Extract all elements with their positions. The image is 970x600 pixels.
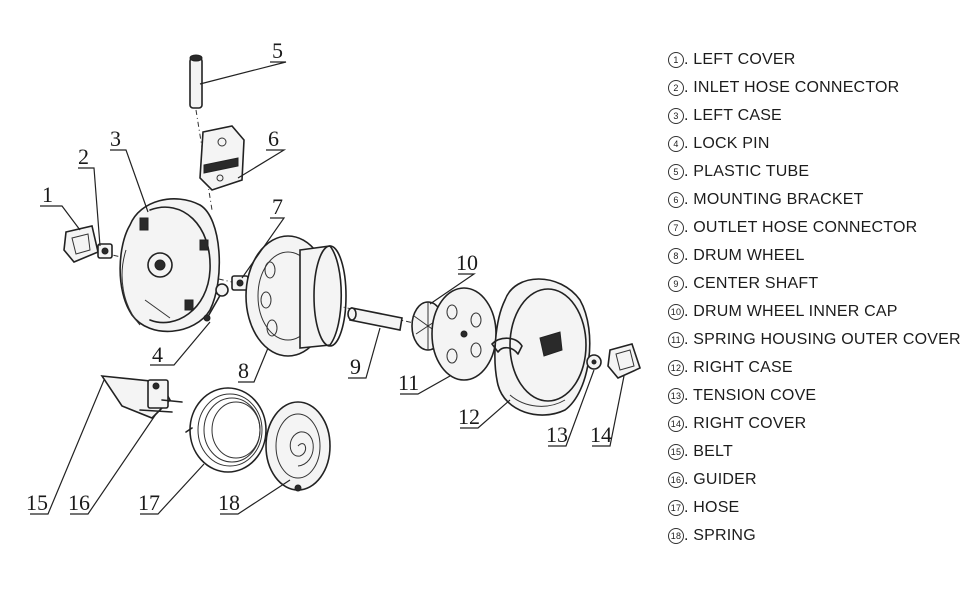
legend-label: . DRUM WHEEL INNER CAP (684, 303, 898, 320)
callout-17: 17 (138, 490, 160, 515)
legend-number: 9 (668, 276, 684, 292)
callout-8: 8 (238, 358, 249, 383)
legend-label: . CENTER SHAFT (684, 275, 819, 292)
legend-label: . TENSION COVE (684, 387, 817, 404)
callout-6: 6 (268, 126, 279, 151)
legend-item: 14. RIGHT COVER (668, 410, 968, 438)
legend-number: 5 (668, 164, 684, 180)
callout-18: 18 (218, 490, 240, 515)
legend-item: 15. BELT (668, 438, 968, 466)
plastic-tube (189, 54, 213, 211)
legend-item: 2. INLET HOSE CONNECTOR (668, 74, 968, 102)
legend-number: 18 (668, 528, 684, 544)
legend-label: . HOSE (684, 499, 740, 516)
legend-item: 11. SPRING HOUSING OUTER COVER (668, 326, 968, 354)
legend-item: 3. LEFT CASE (668, 102, 968, 130)
legend-label: . BELT (684, 443, 733, 460)
legend-number: 17 (668, 500, 684, 516)
legend-item: 16. GUIDER (668, 466, 968, 494)
legend-number: 7 (668, 220, 684, 236)
legend-item: 9. CENTER SHAFT (668, 270, 968, 298)
legend-label: . LEFT CASE (684, 107, 782, 124)
hose-coil (185, 387, 267, 473)
legend-label: . LOCK PIN (684, 135, 770, 152)
right-case (491, 278, 591, 416)
legend-number: 2 (668, 80, 684, 96)
belt-guider (100, 375, 183, 419)
callout-3: 3 (110, 126, 121, 151)
callout-9: 9 (350, 354, 361, 379)
callout-4: 4 (152, 342, 163, 367)
callout-10: 10 (456, 250, 478, 275)
legend-item: 8. DRUM WHEEL (668, 242, 968, 270)
legend-label: . MOUNTING BRACKET (684, 191, 864, 208)
callout-16: 16 (68, 490, 90, 515)
legend-label: . INLET HOSE CONNECTOR (684, 79, 900, 96)
callout-7: 7 (272, 194, 283, 219)
legend-label: . SPRING (684, 527, 756, 544)
legend-item: 4. LOCK PIN (668, 130, 968, 158)
legend-label: . PLASTIC TUBE (684, 163, 810, 180)
inlet-hose-connector (97, 243, 113, 259)
callout-12: 12 (458, 404, 480, 429)
tension-cove (586, 354, 602, 370)
callout-5: 5 (272, 38, 283, 63)
legend-number: 15 (668, 444, 684, 460)
legend-item: 5. PLASTIC TUBE (668, 158, 968, 186)
legend-label: . RIGHT CASE (684, 359, 793, 376)
legend-number: 14 (668, 416, 684, 432)
legend-item: 18. SPRING (668, 522, 968, 550)
legend-number: 4 (668, 136, 684, 152)
legend-number: 12 (668, 360, 684, 376)
legend-number: 8 (668, 248, 684, 264)
callout-14: 14 (590, 422, 612, 447)
legend-number: 13 (668, 388, 684, 404)
legend-label: . LEFT COVER (684, 51, 796, 68)
legend-item: 12. RIGHT CASE (668, 354, 968, 382)
callout-2: 2 (78, 144, 89, 169)
legend-item: 17. HOSE (668, 494, 968, 522)
spring-housing-outer-cover (431, 287, 497, 381)
callout-15: 15 (26, 490, 48, 515)
left-case (119, 198, 221, 333)
leader-lines (30, 61, 625, 515)
left-cover (63, 225, 99, 263)
center-shaft (347, 307, 403, 331)
legend-item: 6. MOUNTING BRACKET (668, 186, 968, 214)
callout-11: 11 (398, 370, 419, 395)
legend-label: . GUIDER (684, 471, 757, 488)
legend-label: . RIGHT COVER (684, 415, 807, 432)
legend-number: 3 (668, 108, 684, 124)
legend-item: 13. TENSION COVE (668, 382, 968, 410)
legend-number: 6 (668, 192, 684, 208)
callout-1: 1 (42, 182, 53, 207)
legend-item: 1. LEFT COVER (668, 46, 968, 74)
mounting-bracket (199, 125, 245, 191)
legend-label: . DRUM WHEEL (684, 247, 805, 264)
legend-item: 7. OUTLET HOSE CONNECTOR (668, 214, 968, 242)
spring (265, 401, 331, 492)
lock-pin (203, 283, 229, 322)
parts-legend: 1. LEFT COVER 2. INLET HOSE CONNECTOR 3.… (668, 46, 968, 550)
exploded-parts-drawing: 1 2 3 4 5 6 7 8 9 10 11 12 13 14 15 16 1… (26, 38, 641, 515)
legend-number: 1 (668, 52, 684, 68)
legend-number: 11 (668, 332, 684, 348)
callout-13: 13 (546, 422, 568, 447)
legend-number: 10 (668, 304, 684, 320)
legend-label: . SPRING HOUSING OUTER COVER (684, 331, 961, 348)
legend-label: . OUTLET HOSE CONNECTOR (684, 219, 918, 236)
legend-number: 16 (668, 472, 684, 488)
right-cover (607, 343, 641, 379)
legend-item: 10. DRUM WHEEL INNER CAP (668, 298, 968, 326)
drum-wheel (245, 235, 347, 357)
